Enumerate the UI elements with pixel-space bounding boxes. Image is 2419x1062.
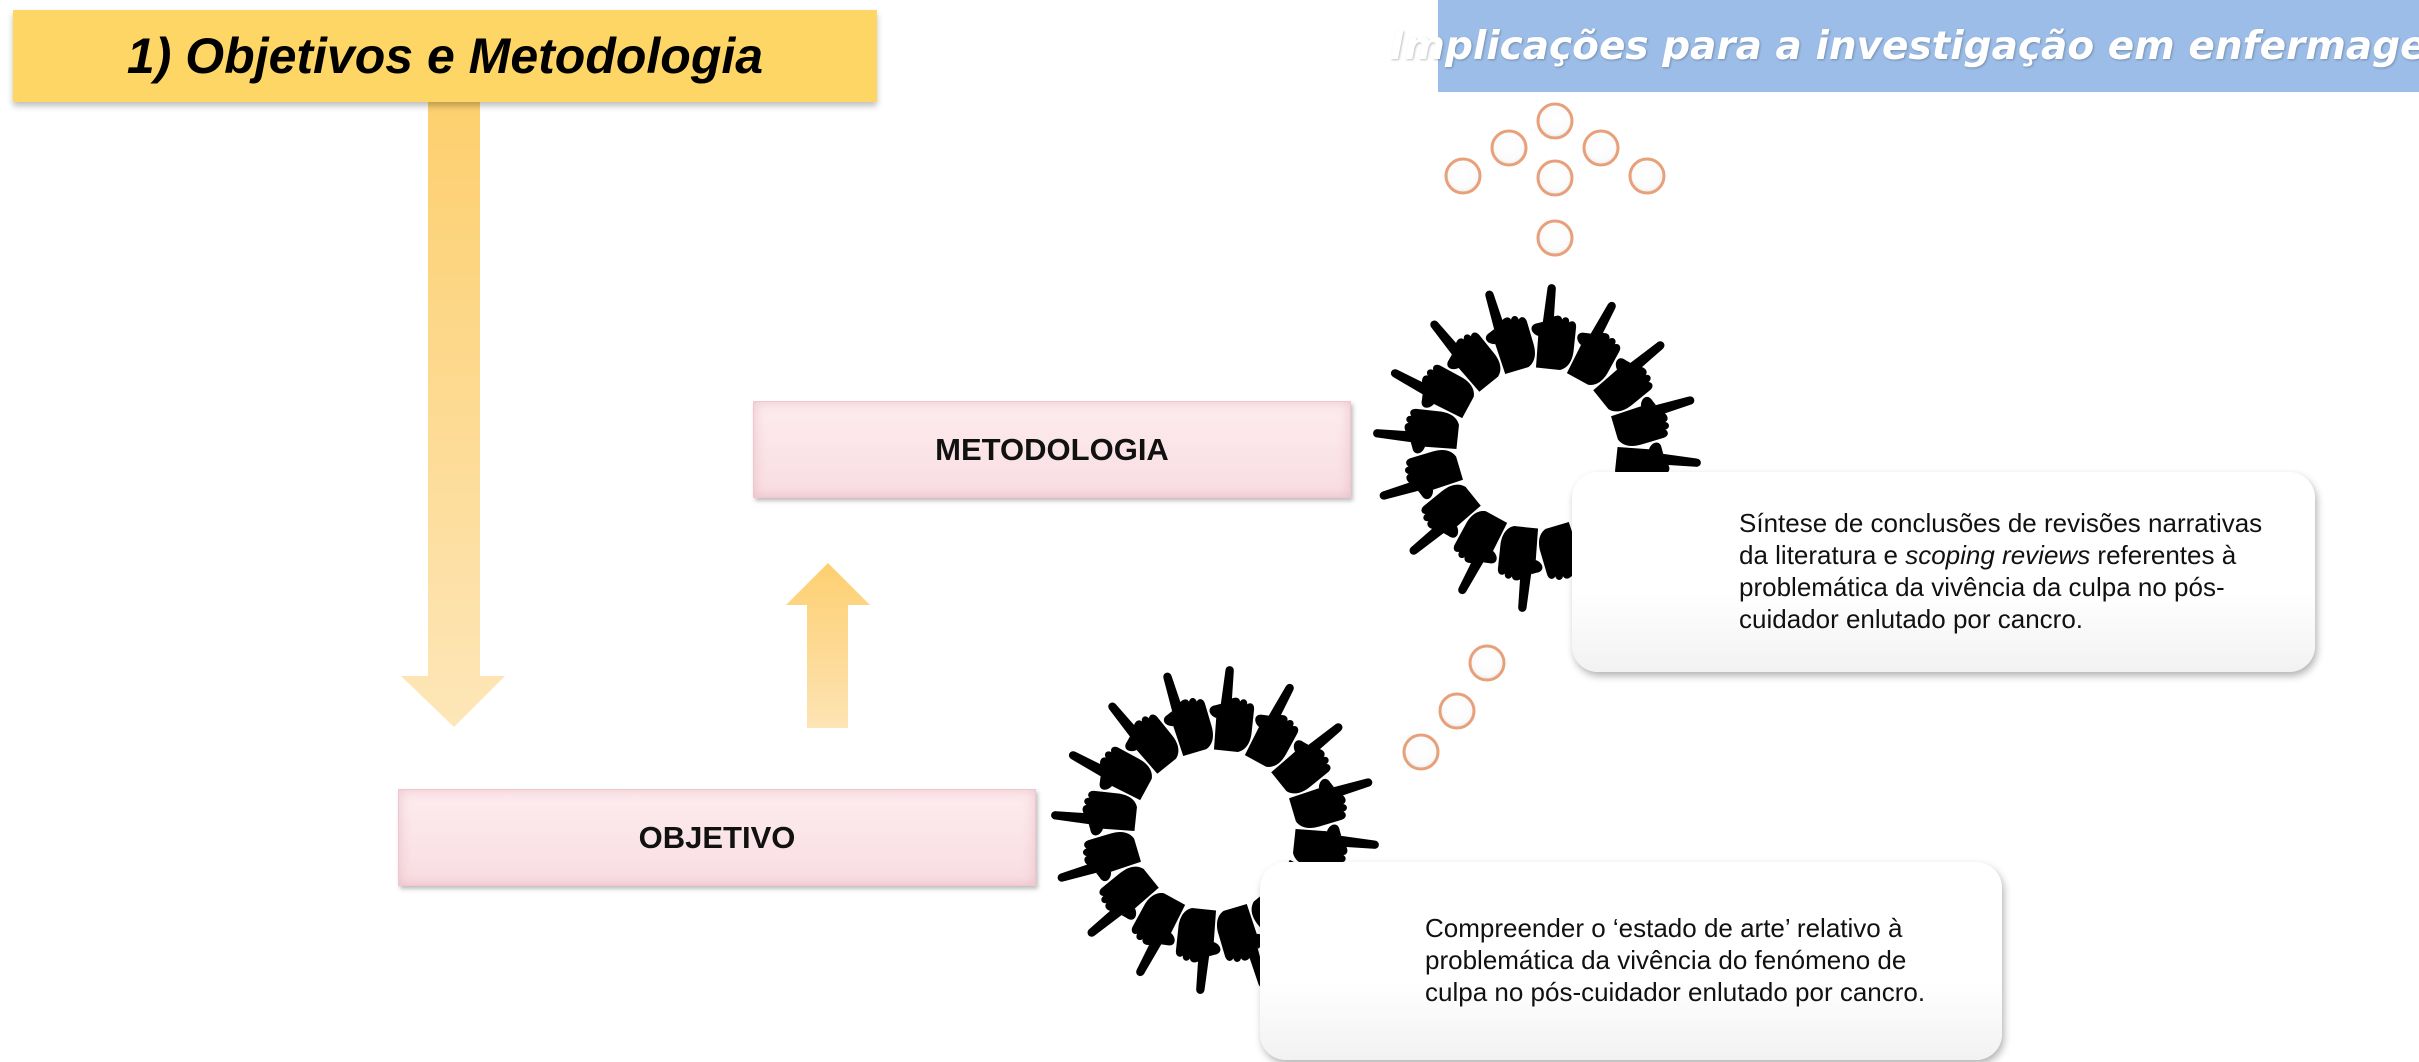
section-title-text: 1) Objetivos e Metodologia: [126, 28, 764, 84]
header-banner-text: Implicações para a investigação em enfer…: [1389, 23, 2419, 69]
objetivo-line-1: Compreender o ‘estado de arte’ relativo …: [1425, 913, 1903, 943]
pointing-hand-icon: [1371, 404, 1461, 458]
metodologia-card-text: Síntese de conclusões de revisões narrat…: [1739, 507, 2262, 635]
down-arrow: [401, 102, 505, 727]
bubbles-top: [1444, 102, 1666, 257]
pointing-hand-icon: [1205, 664, 1259, 754]
metodologia-line-3: problemática da vivência da culpa no pós…: [1739, 572, 2225, 602]
pointing-hand-icon: [1049, 786, 1139, 840]
section-title: 1) Objetivos e Metodologia: [13, 10, 877, 102]
objetivo-line-3: culpa no pós-cuidador enlutado por cancr…: [1425, 977, 1926, 1007]
metodologia-box: METODOLOGIA: [753, 401, 1351, 498]
objetivo-line-2: problemática da vivência do fenómeno de: [1425, 945, 1907, 975]
metodologia-line-2-emphasis: scoping reviews: [1905, 540, 2091, 570]
metodologia-line-4: cuidador enlutado por cancro.: [1739, 604, 2084, 634]
metodologia-card: Síntese de conclusões de revisões narrat…: [1572, 472, 2315, 672]
pointing-hand-icon: [1527, 282, 1581, 372]
metodologia-label: METODOLOGIA: [935, 431, 1169, 467]
up-arrow: [786, 563, 870, 728]
metodologia-line-2b: referentes à: [2090, 540, 2237, 570]
metodologia-line-2a: da literatura e: [1739, 540, 1906, 570]
pointing-hand-icon: [1171, 906, 1225, 996]
objetivo-card: Compreender o ‘estado de arte’ relativo …: [1260, 862, 2002, 1060]
header-banner: Implicações para a investigação em enfer…: [1390, 0, 2419, 92]
metodologia-line-1: Síntese de conclusões de revisões narrat…: [1739, 508, 2263, 538]
objetivo-label: OBJETIVO: [638, 819, 796, 855]
pointing-hand-icon: [1493, 524, 1547, 614]
bubbles-middle: [1402, 644, 1506, 771]
objetivo-card-text: Compreender o ‘estado de arte’ relativo …: [1425, 912, 1925, 1008]
objetivo-box: OBJETIVO: [398, 789, 1036, 886]
